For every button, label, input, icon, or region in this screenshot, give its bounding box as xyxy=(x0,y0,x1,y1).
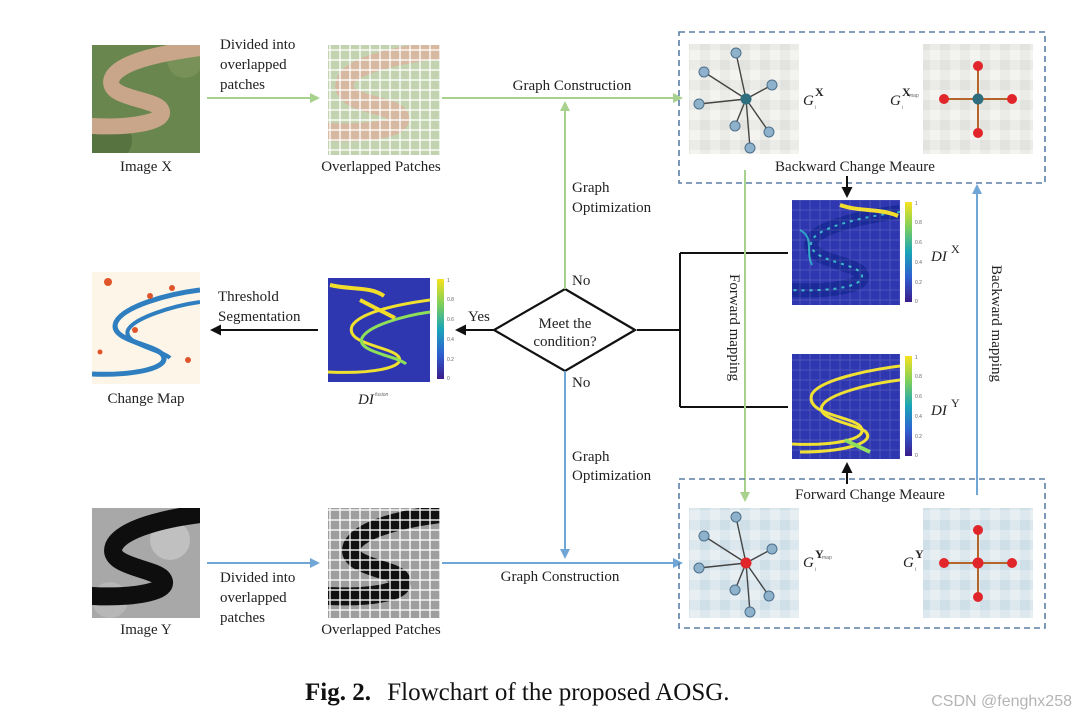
backward-mapping-label: Backward mapping xyxy=(988,265,1004,383)
cbx-tick-1: 1 xyxy=(915,201,918,207)
image-x xyxy=(92,45,200,153)
divided-top-line3: patches xyxy=(220,77,265,93)
overlapped-patches-x xyxy=(328,45,440,155)
graph-gxmap xyxy=(923,44,1033,154)
bracket-to-decision xyxy=(637,252,788,408)
colorbar-difusion: 1 0.8 0.6 0.4 0.2 0 xyxy=(437,278,454,382)
dix-sup: X xyxy=(951,242,960,256)
gy-sup: Y xyxy=(915,547,924,561)
graph-construction-bottom-label: Graph Construction xyxy=(501,569,620,585)
caption-prefix: Fig. 2. xyxy=(305,679,371,706)
watermark: CSDN @fenghx258 xyxy=(931,693,1072,710)
difusion-symbol: DI xyxy=(357,392,375,408)
dashed-box-y xyxy=(678,478,1046,629)
threshold-line2: Segmentation xyxy=(218,309,301,325)
decision-line2: condition? xyxy=(533,334,597,350)
divided-top-line1: Divided into xyxy=(220,37,295,53)
label-diy: DI Y xyxy=(930,396,960,419)
gy-symbol: G xyxy=(903,555,914,571)
graph-opt-bottom-line1: Graph xyxy=(572,449,610,465)
no-bottom-label: No xyxy=(572,375,590,391)
image-y xyxy=(92,508,200,618)
decision-line1: Meet the xyxy=(539,316,592,332)
gymap-symbol: G xyxy=(803,555,814,571)
cbf-tick-04: 0.4 xyxy=(447,337,454,343)
gymap-sup: Y xyxy=(815,547,824,561)
image-y-label: Image Y xyxy=(120,622,172,638)
cby-tick-04: 0.4 xyxy=(915,414,922,420)
colorbar-diy: 1 0.8 0.6 0.4 0.2 0 xyxy=(905,355,922,459)
di-y-map xyxy=(792,354,900,459)
overlapped-patches-y xyxy=(328,508,440,618)
divided-bottom-line2: overlapped xyxy=(220,590,287,606)
divided-bottom-text: Divided into overlapped patches xyxy=(220,570,295,626)
gxmap-sup: X xyxy=(902,85,911,99)
image-x-label: Image X xyxy=(120,159,172,175)
cbx-tick-08: 0.8 xyxy=(915,220,922,226)
cbx-tick-06: 0.6 xyxy=(915,240,922,246)
cby-tick-08: 0.8 xyxy=(915,374,922,380)
gxmap-sub: i xyxy=(902,105,903,111)
gx-sup: X xyxy=(815,85,824,99)
graph-gymap xyxy=(689,508,799,618)
yes-label: Yes xyxy=(468,309,490,325)
figure-caption: Fig. 2. Flowchart of the proposed AOSG. xyxy=(305,679,730,706)
graph-opt-bottom-line2: Optimization xyxy=(572,468,652,484)
cby-tick-0: 0 xyxy=(915,453,918,459)
overlapped-patches-bottom-label: Overlapped Patches xyxy=(321,622,441,638)
diy-symbol: DI xyxy=(930,403,948,419)
gxmap-symbol: G xyxy=(890,93,901,109)
backward-change-label: Backward Change Meaure xyxy=(775,159,935,175)
cbf-tick-02: 0.2 xyxy=(447,357,454,363)
diy-sup: Y xyxy=(951,396,960,410)
label-gymap: G i Y map xyxy=(803,547,832,573)
cbf-tick-08: 0.8 xyxy=(447,297,454,303)
cbf-tick-0: 0 xyxy=(447,376,450,382)
cby-tick-06: 0.6 xyxy=(915,394,922,400)
label-dix: DI X xyxy=(930,242,960,265)
gxmap-sup2: map xyxy=(909,93,919,99)
graph-construction-top-label: Graph Construction xyxy=(513,78,632,94)
colorbar-dix: 1 0.8 0.6 0.4 0.2 0 xyxy=(905,201,922,305)
divided-bottom-line1: Divided into xyxy=(220,570,295,586)
label-gx: G i X xyxy=(803,85,824,111)
cbf-tick-06: 0.6 xyxy=(447,317,454,323)
overlapped-patches-top-label: Overlapped Patches xyxy=(321,159,441,175)
cbx-tick-02: 0.2 xyxy=(915,280,922,286)
threshold-line1: Threshold xyxy=(218,289,279,305)
cby-tick-1: 1 xyxy=(915,355,918,361)
graph-opt-top-line1: Graph xyxy=(572,180,610,196)
di-x-map xyxy=(792,200,900,305)
graph-gx xyxy=(689,44,799,154)
label-difusion: DI fusion xyxy=(357,392,389,408)
difusion-sup: fusion xyxy=(375,392,389,398)
graph-opt-top-line2: Optimization xyxy=(572,200,652,216)
gx-sub: i xyxy=(815,105,816,111)
change-map xyxy=(92,272,200,384)
label-gxmap: G i X map xyxy=(890,85,919,111)
forward-change-label: Forward Change Meaure xyxy=(795,487,945,503)
divided-top-text: Divided into overlapped patches xyxy=(220,37,295,93)
change-map-label: Change Map xyxy=(107,391,184,407)
gymap-sub: i xyxy=(815,567,816,573)
graph-gy xyxy=(923,508,1033,618)
cbx-tick-04: 0.4 xyxy=(915,260,922,266)
gx-symbol: G xyxy=(803,93,814,109)
divided-top-line2: overlapped xyxy=(220,57,287,73)
forward-mapping-label: Forward mapping xyxy=(726,274,742,382)
dashed-box-x xyxy=(678,31,1046,184)
gymap-sup2: map xyxy=(822,555,832,561)
divided-bottom-line3: patches xyxy=(220,610,265,626)
cbf-tick-1: 1 xyxy=(447,278,450,284)
dix-symbol: DI xyxy=(930,249,948,265)
label-gy: G i Y xyxy=(903,547,924,573)
cbx-tick-0: 0 xyxy=(915,299,918,305)
di-fusion-map xyxy=(328,278,430,382)
cby-tick-02: 0.2 xyxy=(915,434,922,440)
no-top-label: No xyxy=(572,273,590,289)
gy-sub: i xyxy=(915,567,916,573)
caption-text: Flowchart of the proposed AOSG. xyxy=(387,679,729,706)
